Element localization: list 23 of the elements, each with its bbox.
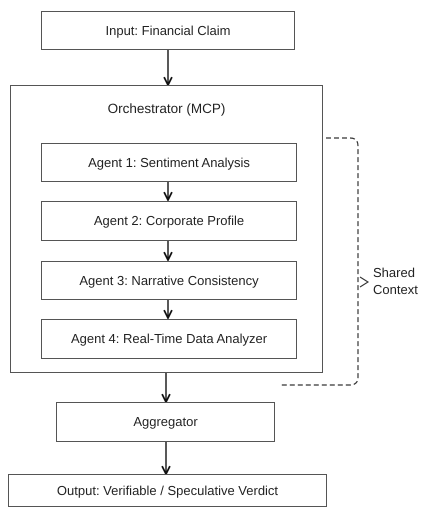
process-box — [41, 11, 295, 50]
process-box — [41, 319, 297, 359]
process-box — [41, 261, 297, 300]
box-label: Agent 1: Sentiment Analysis — [88, 154, 250, 172]
arrow — [163, 240, 173, 261]
arrow — [163, 299, 173, 319]
arrow — [161, 442, 171, 475]
process-box — [8, 474, 327, 507]
container-title: Orchestrator (MCP) — [106, 100, 226, 118]
container-box — [10, 85, 323, 373]
arrow — [163, 50, 173, 86]
box-label: Aggregator — [133, 413, 198, 432]
arrow — [161, 373, 171, 403]
box-label: Input: Financial Claim — [106, 22, 230, 40]
box-label: Agent 3: Narrative Consistency — [79, 272, 259, 290]
process-box — [41, 201, 297, 241]
bracket-label: Shared Context — [373, 264, 419, 298]
arrow — [163, 181, 173, 201]
box-label: Agent 4: Real-Time Data Analyzer — [70, 330, 268, 348]
box-label: Output: Verifiable / Speculative Verdict — [56, 482, 278, 500]
process-box — [56, 402, 275, 442]
process-box — [41, 143, 297, 182]
box-label: Agent 2: Corporate Profile — [94, 212, 244, 230]
